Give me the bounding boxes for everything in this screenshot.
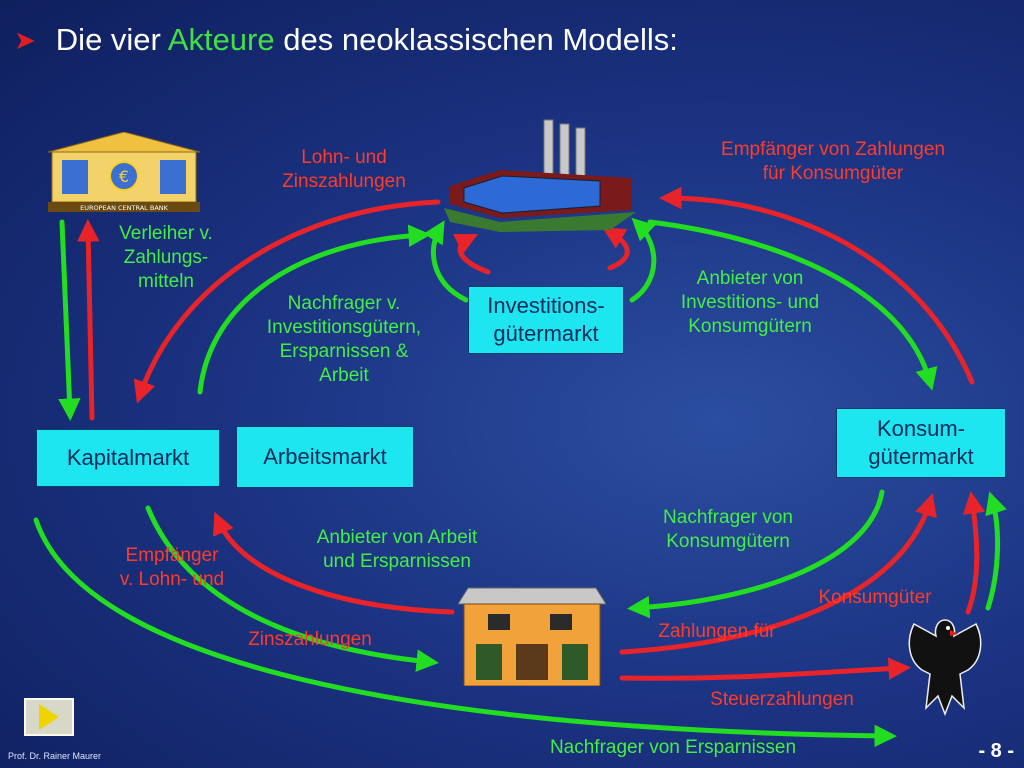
flow-green-arbeitsmarkt-to-factory: [197, 224, 431, 395]
kapitalmarkt-box: Kapitalmarkt: [36, 429, 220, 487]
flow-green-konsum-to-household: [627, 489, 885, 619]
flow-green-state-to-konsum: [985, 491, 1007, 611]
label-nachfrager-investitionsgueter: Nachfrager v.Investitionsgütern,Ersparni…: [266, 293, 422, 386]
svg-text:€: €: [119, 167, 129, 186]
label-zinszahlungen: Zinszahlungen: [248, 629, 372, 650]
flow-green-factory-to-konsum: [647, 219, 938, 391]
konsumguetermarkt-line2: gütermarkt: [868, 444, 974, 469]
flow-green-kapitalmarkt-to-household: [145, 505, 439, 672]
flow-red-household-to-state: [619, 657, 911, 681]
federal-eagle-icon: [908, 619, 982, 717]
ecb-building-icon: € EUROPEAN CENTRAL BANK: [48, 132, 200, 212]
konsumguetermarkt-box: Konsum- gütermarkt: [836, 408, 1006, 478]
next-slide-button[interactable]: [24, 698, 74, 736]
investitionsguetermarkt-line1: Investitions-: [487, 293, 605, 318]
factory-icon: [444, 119, 636, 232]
flow-red-konsum-to-factory: [659, 186, 975, 385]
label-verleiher: Verleiher v.Zahlungs-mitteln: [119, 223, 213, 292]
title-highlight: Akteure: [167, 22, 275, 57]
flow-green-ecb-to-kapitalmarkt: [58, 219, 81, 421]
flow-red-factory-to-kapitalmarkt: [133, 199, 441, 404]
flow-green-small-left: [423, 220, 469, 303]
label-steuerzahlungen: Steuerzahlungen: [710, 689, 854, 710]
slide-title: Die vier Akteure des neoklassischen Mode…: [55, 22, 678, 57]
label-nachfrager-ersparnisse: Nachfrager von Ersparnissen: [549, 737, 797, 758]
arbeitsmarkt-box: Arbeitsmarkt: [236, 426, 414, 488]
flow-red-state-to-konsum: [962, 491, 986, 615]
ecb-sign-text: EUROPEAN CENTRAL BANK: [80, 204, 169, 212]
flow-green-kapitalmarkt-to-state: [33, 517, 897, 748]
flow-red-kapitalmarkt-to-ecb: [77, 219, 100, 421]
investitionsguetermarkt-line2: gütermarkt: [493, 321, 599, 346]
flow-red-small-right: [602, 227, 630, 271]
flow-green-small-right: [629, 217, 657, 303]
label-konsumgueter: Konsumgüter: [818, 587, 932, 608]
konsumguetermarkt-line1: Konsum-: [876, 416, 966, 441]
flow-red-household-to-konsum: [619, 493, 937, 655]
slide-title-row: ➤ Die vier Akteure des neoklassischen Mo…: [14, 22, 678, 58]
label-zahlungen-fuer: Zahlungen für: [658, 621, 776, 642]
flow-red-household-to-arbeitsmarkt: [212, 511, 455, 615]
flow-red-small-left: [452, 233, 491, 275]
household-house-icon: [458, 587, 606, 686]
investitionsguetermarkt-box: Investitions- gütermarkt: [468, 286, 624, 354]
bullet-arrow-icon: ➤: [14, 24, 36, 55]
page-number: - 8 -: [978, 740, 1014, 762]
play-icon: [39, 704, 59, 730]
author-footer: Prof. Dr. Rainer Maurer: [8, 751, 102, 761]
